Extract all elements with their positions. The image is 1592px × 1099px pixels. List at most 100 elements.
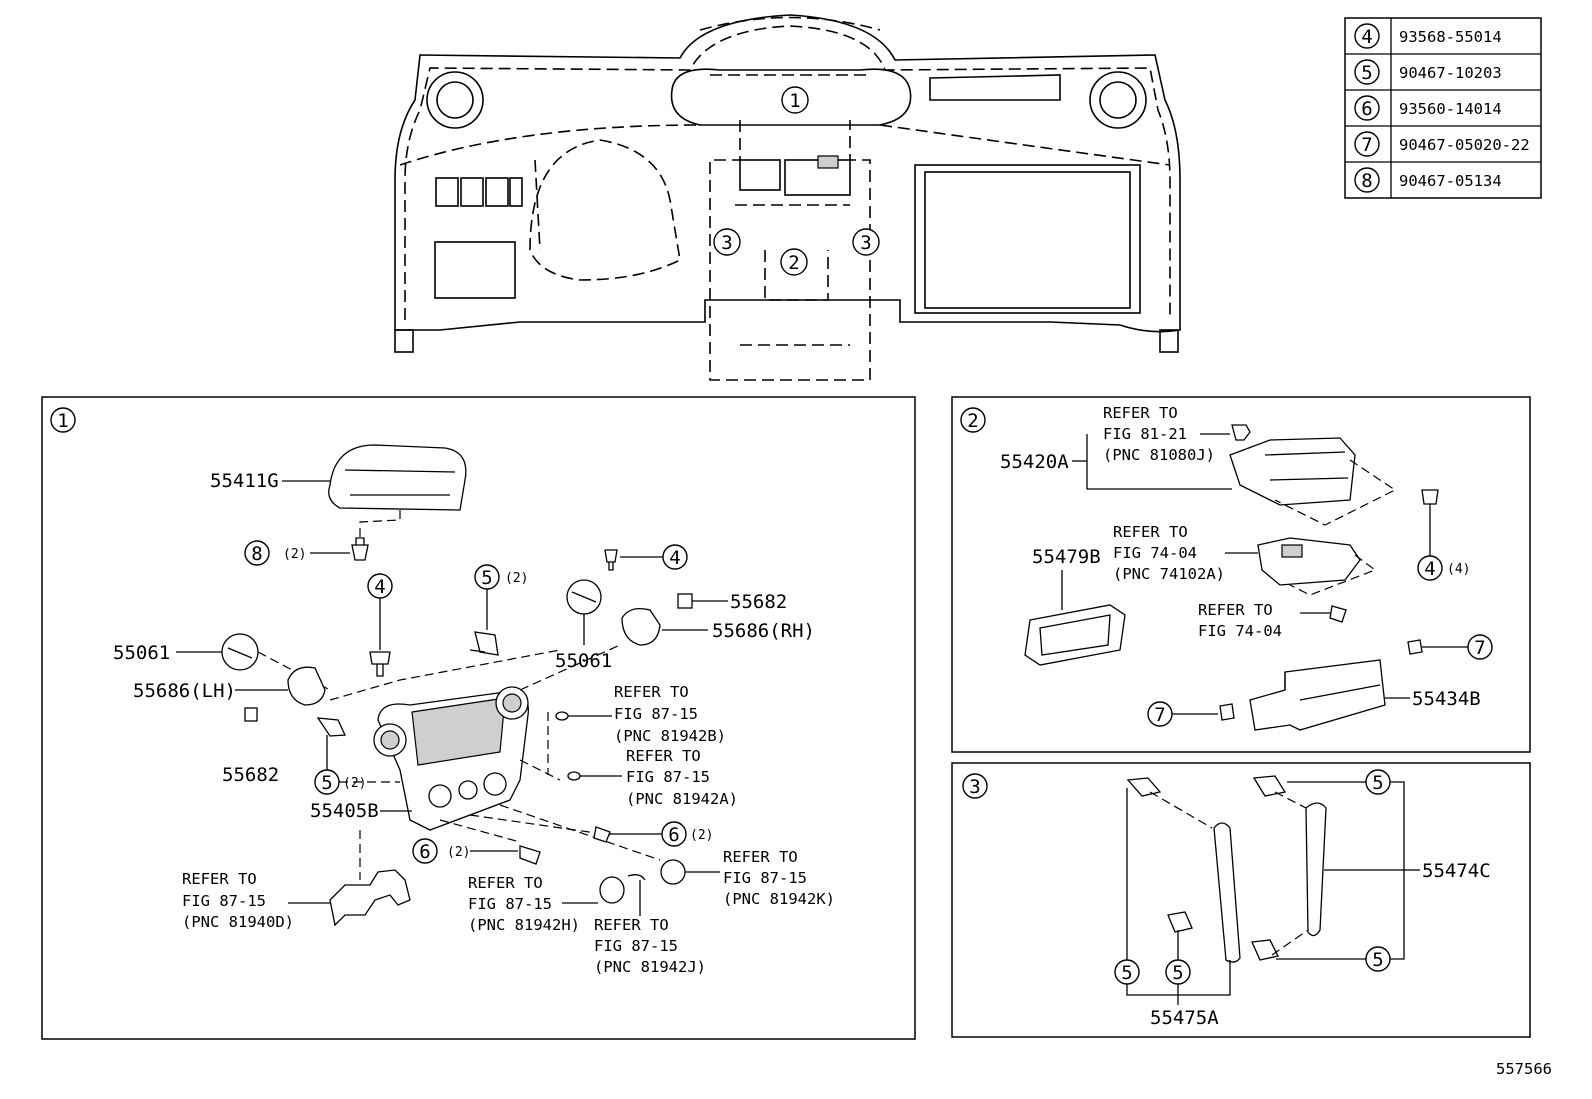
callout-5-bottom-right: 5 bbox=[1372, 949, 1383, 971]
panel-1-number: 1 bbox=[57, 410, 68, 432]
label-55405B: 55405B bbox=[310, 800, 379, 822]
ref-81942H-line1: REFER TO bbox=[468, 874, 543, 892]
bracket-81940D bbox=[329, 869, 411, 927]
ref-74102A-line3: (PNC 74102A) bbox=[1113, 565, 1225, 583]
legend-num-6: 6 bbox=[1361, 98, 1372, 120]
qty-6-left: (2) bbox=[447, 845, 470, 860]
ref-81080J-line3: (PNC 81080J) bbox=[1103, 446, 1215, 464]
panel-2-number: 2 bbox=[967, 410, 978, 432]
overview-callout-1: 1 bbox=[789, 90, 800, 112]
label-55061-left: 55061 bbox=[113, 642, 170, 664]
ref-81942B-line2: FIG 87-15 bbox=[614, 705, 698, 723]
label-55411G: 55411G bbox=[210, 470, 279, 492]
callout-4-panel2: 4 bbox=[1424, 558, 1435, 580]
connector-81942B bbox=[555, 711, 569, 721]
part-55682-upper bbox=[677, 593, 693, 609]
ref-81942A-line2: FIG 87-15 bbox=[626, 768, 710, 786]
ref-81940D-line2: FIG 87-15 bbox=[182, 892, 266, 910]
part-55479B bbox=[1024, 604, 1126, 666]
part-55475A-trim bbox=[1213, 822, 1241, 963]
legend-part-6: 93560-14014 bbox=[1399, 100, 1502, 118]
screw-6-left bbox=[519, 845, 541, 865]
clip-5-lower bbox=[316, 717, 346, 737]
clip-7-upper bbox=[1407, 639, 1423, 655]
ref-74102A-line2: FIG 74-04 bbox=[1113, 544, 1197, 562]
ref-81940D-line3: (PNC 81940D) bbox=[182, 913, 294, 931]
callout-4-right: 4 bbox=[669, 547, 680, 569]
ref-81942J-line3: (PNC 81942J) bbox=[594, 958, 706, 976]
ref-81942K-line1: REFER TO bbox=[723, 848, 798, 866]
label-55061-right: 55061 bbox=[555, 650, 612, 672]
clip-5-b bbox=[1252, 775, 1287, 797]
callout-7-upper: 7 bbox=[1474, 637, 1485, 659]
panel-3-side-trim: 3 5 55474C 5 5 5 55475A bbox=[951, 762, 1531, 1038]
legend-part-7: 90467-05020-22 bbox=[1399, 136, 1530, 154]
clip-5-c bbox=[1167, 911, 1193, 933]
ref-74-04-line2: FIG 74-04 bbox=[1198, 622, 1282, 640]
ref-81942A-line1: REFER TO bbox=[626, 747, 701, 765]
legend-part-8: 90467-05134 bbox=[1399, 172, 1502, 190]
callout-5-bottom-mid: 5 bbox=[1172, 962, 1183, 984]
label-55682-lower: 55682 bbox=[222, 764, 279, 786]
label-55420A: 55420A bbox=[1000, 451, 1069, 473]
screw-4-right bbox=[604, 549, 618, 571]
overview-callout-3-left: 3 bbox=[721, 232, 732, 254]
label-55475A: 55475A bbox=[1150, 1007, 1219, 1029]
dashboard-overview-drawing: 1 2 3 3 bbox=[394, 14, 1181, 381]
label-55682-upper: 55682 bbox=[730, 591, 787, 613]
part-55434B bbox=[1249, 659, 1386, 731]
ring-81942J bbox=[627, 874, 646, 881]
part-74102A-switch bbox=[1257, 537, 1361, 586]
panel-3-number: 3 bbox=[969, 776, 980, 798]
legend-num-8: 8 bbox=[1361, 170, 1372, 192]
callout-6-right: 6 bbox=[668, 824, 679, 846]
ref-74-04-line1: REFER TO bbox=[1198, 601, 1273, 619]
socket-81080J bbox=[1231, 424, 1251, 441]
callout-5-bottom-left: 5 bbox=[1121, 962, 1132, 984]
callout-7-lower: 7 bbox=[1154, 704, 1165, 726]
part-55061-left bbox=[221, 633, 259, 671]
label-55479B: 55479B bbox=[1032, 546, 1101, 568]
screw-74-04 bbox=[1329, 605, 1347, 623]
label-55686-lh: 55686(LH) bbox=[133, 680, 236, 702]
ref-81942B-line3: (PNC 81942B) bbox=[614, 727, 726, 745]
qty-5-lower: (2) bbox=[343, 776, 366, 791]
clip-8-part bbox=[351, 537, 369, 561]
clip-5-d bbox=[1251, 939, 1279, 961]
legend-num-4: 4 bbox=[1361, 26, 1372, 48]
legend-part-5: 90467-10203 bbox=[1399, 64, 1502, 82]
ref-81940D-line1: REFER TO bbox=[182, 870, 257, 888]
ring-81942K bbox=[660, 859, 686, 885]
legend-part-4: 93568-55014 bbox=[1399, 28, 1502, 46]
screw-6-right bbox=[593, 826, 611, 843]
part-55686-rh bbox=[621, 607, 661, 646]
legend-num-7: 7 bbox=[1361, 134, 1372, 156]
panel-1-center-cluster: 1 55411G 8 (2) 4 5 (2) 4 55682 bbox=[41, 396, 916, 1040]
ref-81942A-line3: (PNC 81942A) bbox=[626, 790, 738, 808]
connector-81942A bbox=[567, 771, 581, 781]
part-55686-lh bbox=[287, 666, 326, 706]
screw-4-left bbox=[369, 651, 391, 677]
part-55420A bbox=[1229, 437, 1356, 506]
label-55686-rh: 55686(RH) bbox=[712, 620, 815, 642]
qty-4-panel2: (4) bbox=[1447, 562, 1470, 577]
label-55474C: 55474C bbox=[1422, 860, 1491, 882]
qty-6-right: (2) bbox=[690, 828, 713, 843]
overview-callout-3-right: 3 bbox=[860, 232, 871, 254]
clip-5-a bbox=[1126, 777, 1162, 797]
ref-81942K-line3: (PNC 81942K) bbox=[723, 890, 835, 908]
ring-81942H bbox=[599, 876, 625, 904]
callout-5-upper: 5 bbox=[481, 567, 492, 589]
part-55405B-center-panel bbox=[373, 686, 529, 831]
ref-81942J-line1: REFER TO bbox=[594, 916, 669, 934]
label-55434B: 55434B bbox=[1412, 688, 1481, 710]
callout-5-top-right: 5 bbox=[1372, 772, 1383, 794]
clip-5-upper bbox=[469, 631, 499, 656]
callout-5-lower: 5 bbox=[321, 772, 332, 794]
callout-4-left: 4 bbox=[374, 576, 385, 598]
part-55411G-hood bbox=[328, 444, 467, 511]
ref-81942H-line3: (PNC 81942H) bbox=[468, 916, 580, 934]
ref-74102A-line1: REFER TO bbox=[1113, 523, 1188, 541]
diagram-id: 557566 bbox=[1496, 1060, 1552, 1078]
